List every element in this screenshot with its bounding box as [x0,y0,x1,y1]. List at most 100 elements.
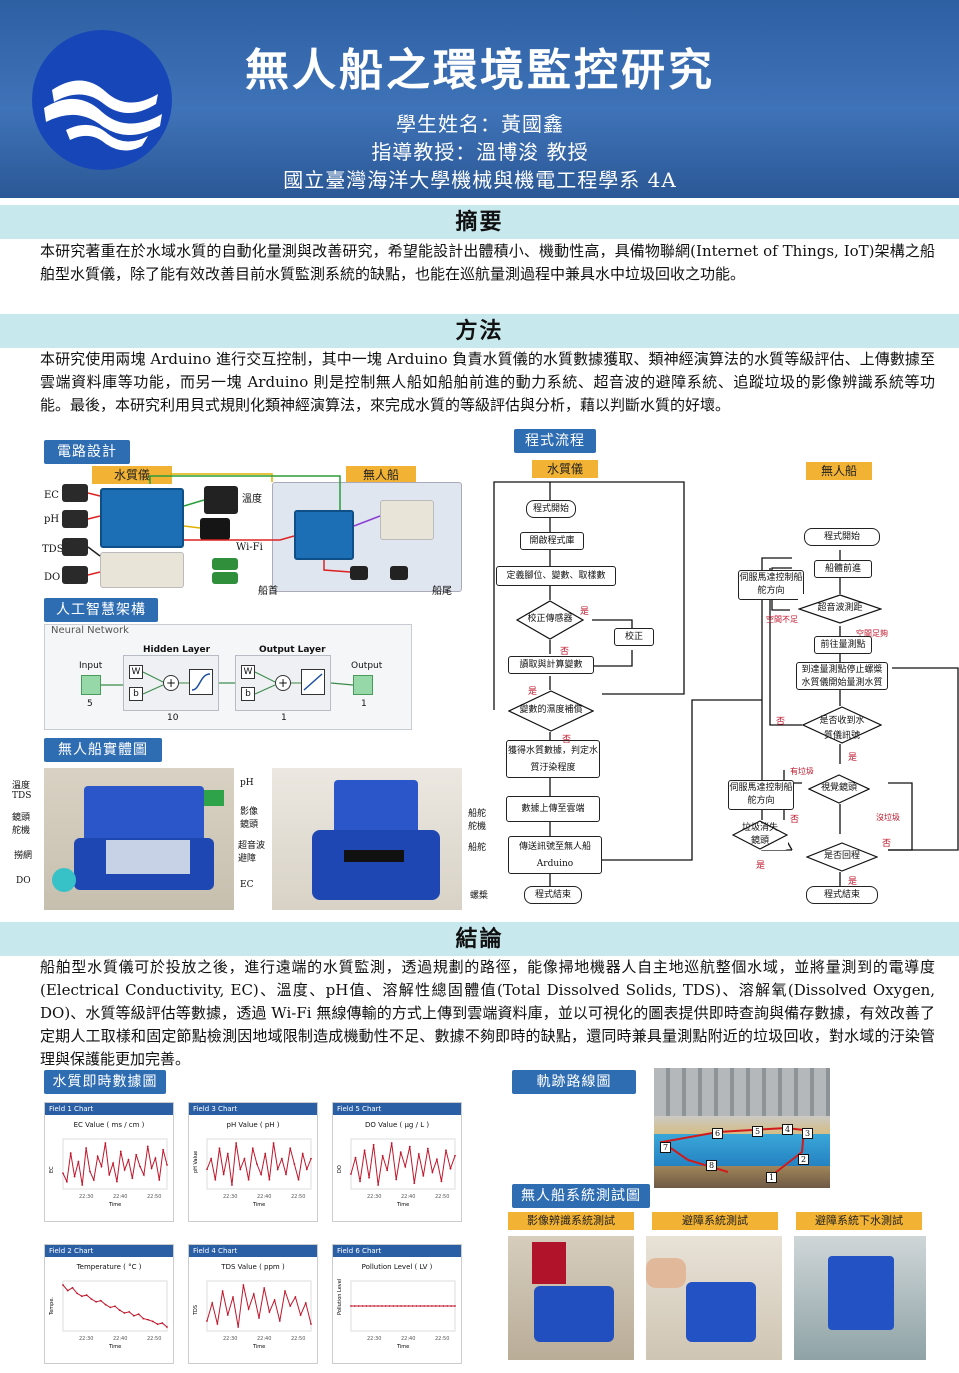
float-left [52,868,76,892]
abstract-heading: 摘要 [455,209,504,235]
chart-point [264,1152,267,1155]
chart-point [359,1180,361,1183]
flow-no-1: 否 [560,647,570,657]
chart-title: Temperature ( °C ) [76,1263,142,1271]
chart-point [247,1308,250,1310]
chart-point [293,1163,296,1165]
flow-boat-servo-2: 伺服馬達控制船舵方向 [728,780,794,810]
chart-ylabel: Tempe. [49,1297,55,1316]
ec-sensor-board [62,484,88,502]
photo-label-ec: EC [240,880,254,890]
chart-tick-label: 22:50 [147,1194,161,1200]
flow-boat-label: 無人船 [806,462,872,480]
chart-tick-label: 22:30 [223,1194,237,1200]
boat-photo-left [44,768,234,910]
flow-boat-end: 程式結束 [806,886,878,904]
flow-boat-signal-decision: 是否收到水質儀訊號 [802,706,882,744]
method-text: 本研究使用兩塊 Arduino 進行交互控制，其中一塊 Arduino 負責水質… [40,350,935,414]
flow-water-read: 讀取與計算變數 [508,656,594,674]
chart-ylabel: Pollution Level [337,1279,343,1315]
abstract-band: 摘要 [0,205,959,239]
realtime-tag: 水質即時數據圖 [44,1070,166,1094]
flow-boat-stop-measure: 到達量測點停止螺槳 水質儀開始量測水質 [796,662,888,690]
flow-no-4: 否 [790,815,800,825]
chart-point [90,1298,93,1300]
chart-point [123,1168,126,1171]
chart-point [390,1142,393,1144]
boat-hull-top [84,786,204,846]
chart-point [297,1178,300,1181]
chart-axes [62,1280,168,1332]
chart-tick-label: 22:30 [79,1336,93,1342]
chart-point [377,1184,380,1186]
chart-point [118,1309,121,1312]
flow-boat-no-trash: 沒垃圾 [876,813,900,822]
relay-module-2 [212,572,238,584]
motor-driver-2 [390,566,408,580]
flow-water-calibrate-decision: 校正傳感器 [516,600,584,640]
chart-point [100,1165,103,1168]
test-boat-2 [686,1282,756,1342]
boat-net [106,840,190,874]
chart-point [214,1178,217,1181]
chart-field-title: Field 4 Chart [189,1245,317,1257]
chart-point [430,1305,433,1307]
chart-point [123,1312,126,1314]
temp-sensor-board [204,486,238,514]
photo-label-temp-tds: 溫度 TDS [12,781,32,801]
chart-point [431,1171,434,1174]
chart-point [413,1182,416,1185]
chart-point [450,1305,453,1307]
chart-point [135,1153,138,1156]
chart-tick-label: 22:40 [113,1336,127,1342]
chart-point [108,1174,111,1176]
chart-series-line [350,1142,456,1186]
chart-point [104,1142,107,1144]
chart-point [232,1296,234,1298]
sensor-green [204,790,224,806]
chart-point [440,1180,443,1183]
flow-water-calibrate-box: 校正 [614,628,654,646]
advisor-name: 指導教授：溫博浚 教授 [371,140,589,164]
chart-point [221,1290,224,1292]
sensor-ec-label: EC [44,490,59,501]
chart-point [395,1178,398,1181]
sensor-do-label: DO [44,572,61,583]
chart-point [368,1176,370,1179]
flow-water-label: 水質儀 [532,460,598,478]
chart-point [92,1179,95,1181]
chart-point [272,1142,275,1144]
chart-point [146,1145,149,1148]
chart-xlabel: Time [252,1344,265,1350]
chart-point [434,1305,437,1307]
circuit-tag: 電路設計 [44,440,130,464]
poster-header: 無人船之環境監控研究 學生姓名：黃國鑫 指導教授：溫博浚 教授 國立臺灣海洋大學… [0,0,959,198]
chart-point [137,1313,140,1316]
flow-boat-return-decision: 是否回程 [806,842,878,872]
chart-point [216,1323,219,1325]
chart-point [142,1317,145,1320]
chart-point [112,1162,114,1165]
chart-point [76,1292,79,1295]
chart-point [454,1305,456,1307]
chart-tick-label: 22:50 [291,1336,305,1342]
photo-tag: 無人船實體圖 [44,738,162,762]
department: 國立臺灣海洋大學機械與機電工程學系 4A [283,168,677,192]
flow-water-humidity-decision: 變數的濕度補償 [508,690,594,732]
chart-point [258,1317,260,1319]
boat-photo-right [272,768,462,910]
boat-body [312,830,440,900]
chart-point [423,1305,426,1307]
flowchart-connectors [493,481,959,886]
chart-xlabel: Time [108,1344,121,1350]
nn-hidden-bias: b [129,687,143,701]
circuit-water-label: 水質儀 [92,466,172,484]
flow-yes-2: 是 [528,687,538,697]
chart-field-title: Field 2 Chart [45,1245,173,1257]
chart-point [95,1300,97,1303]
flow-boat-trash: 有垃圾 [790,767,814,776]
